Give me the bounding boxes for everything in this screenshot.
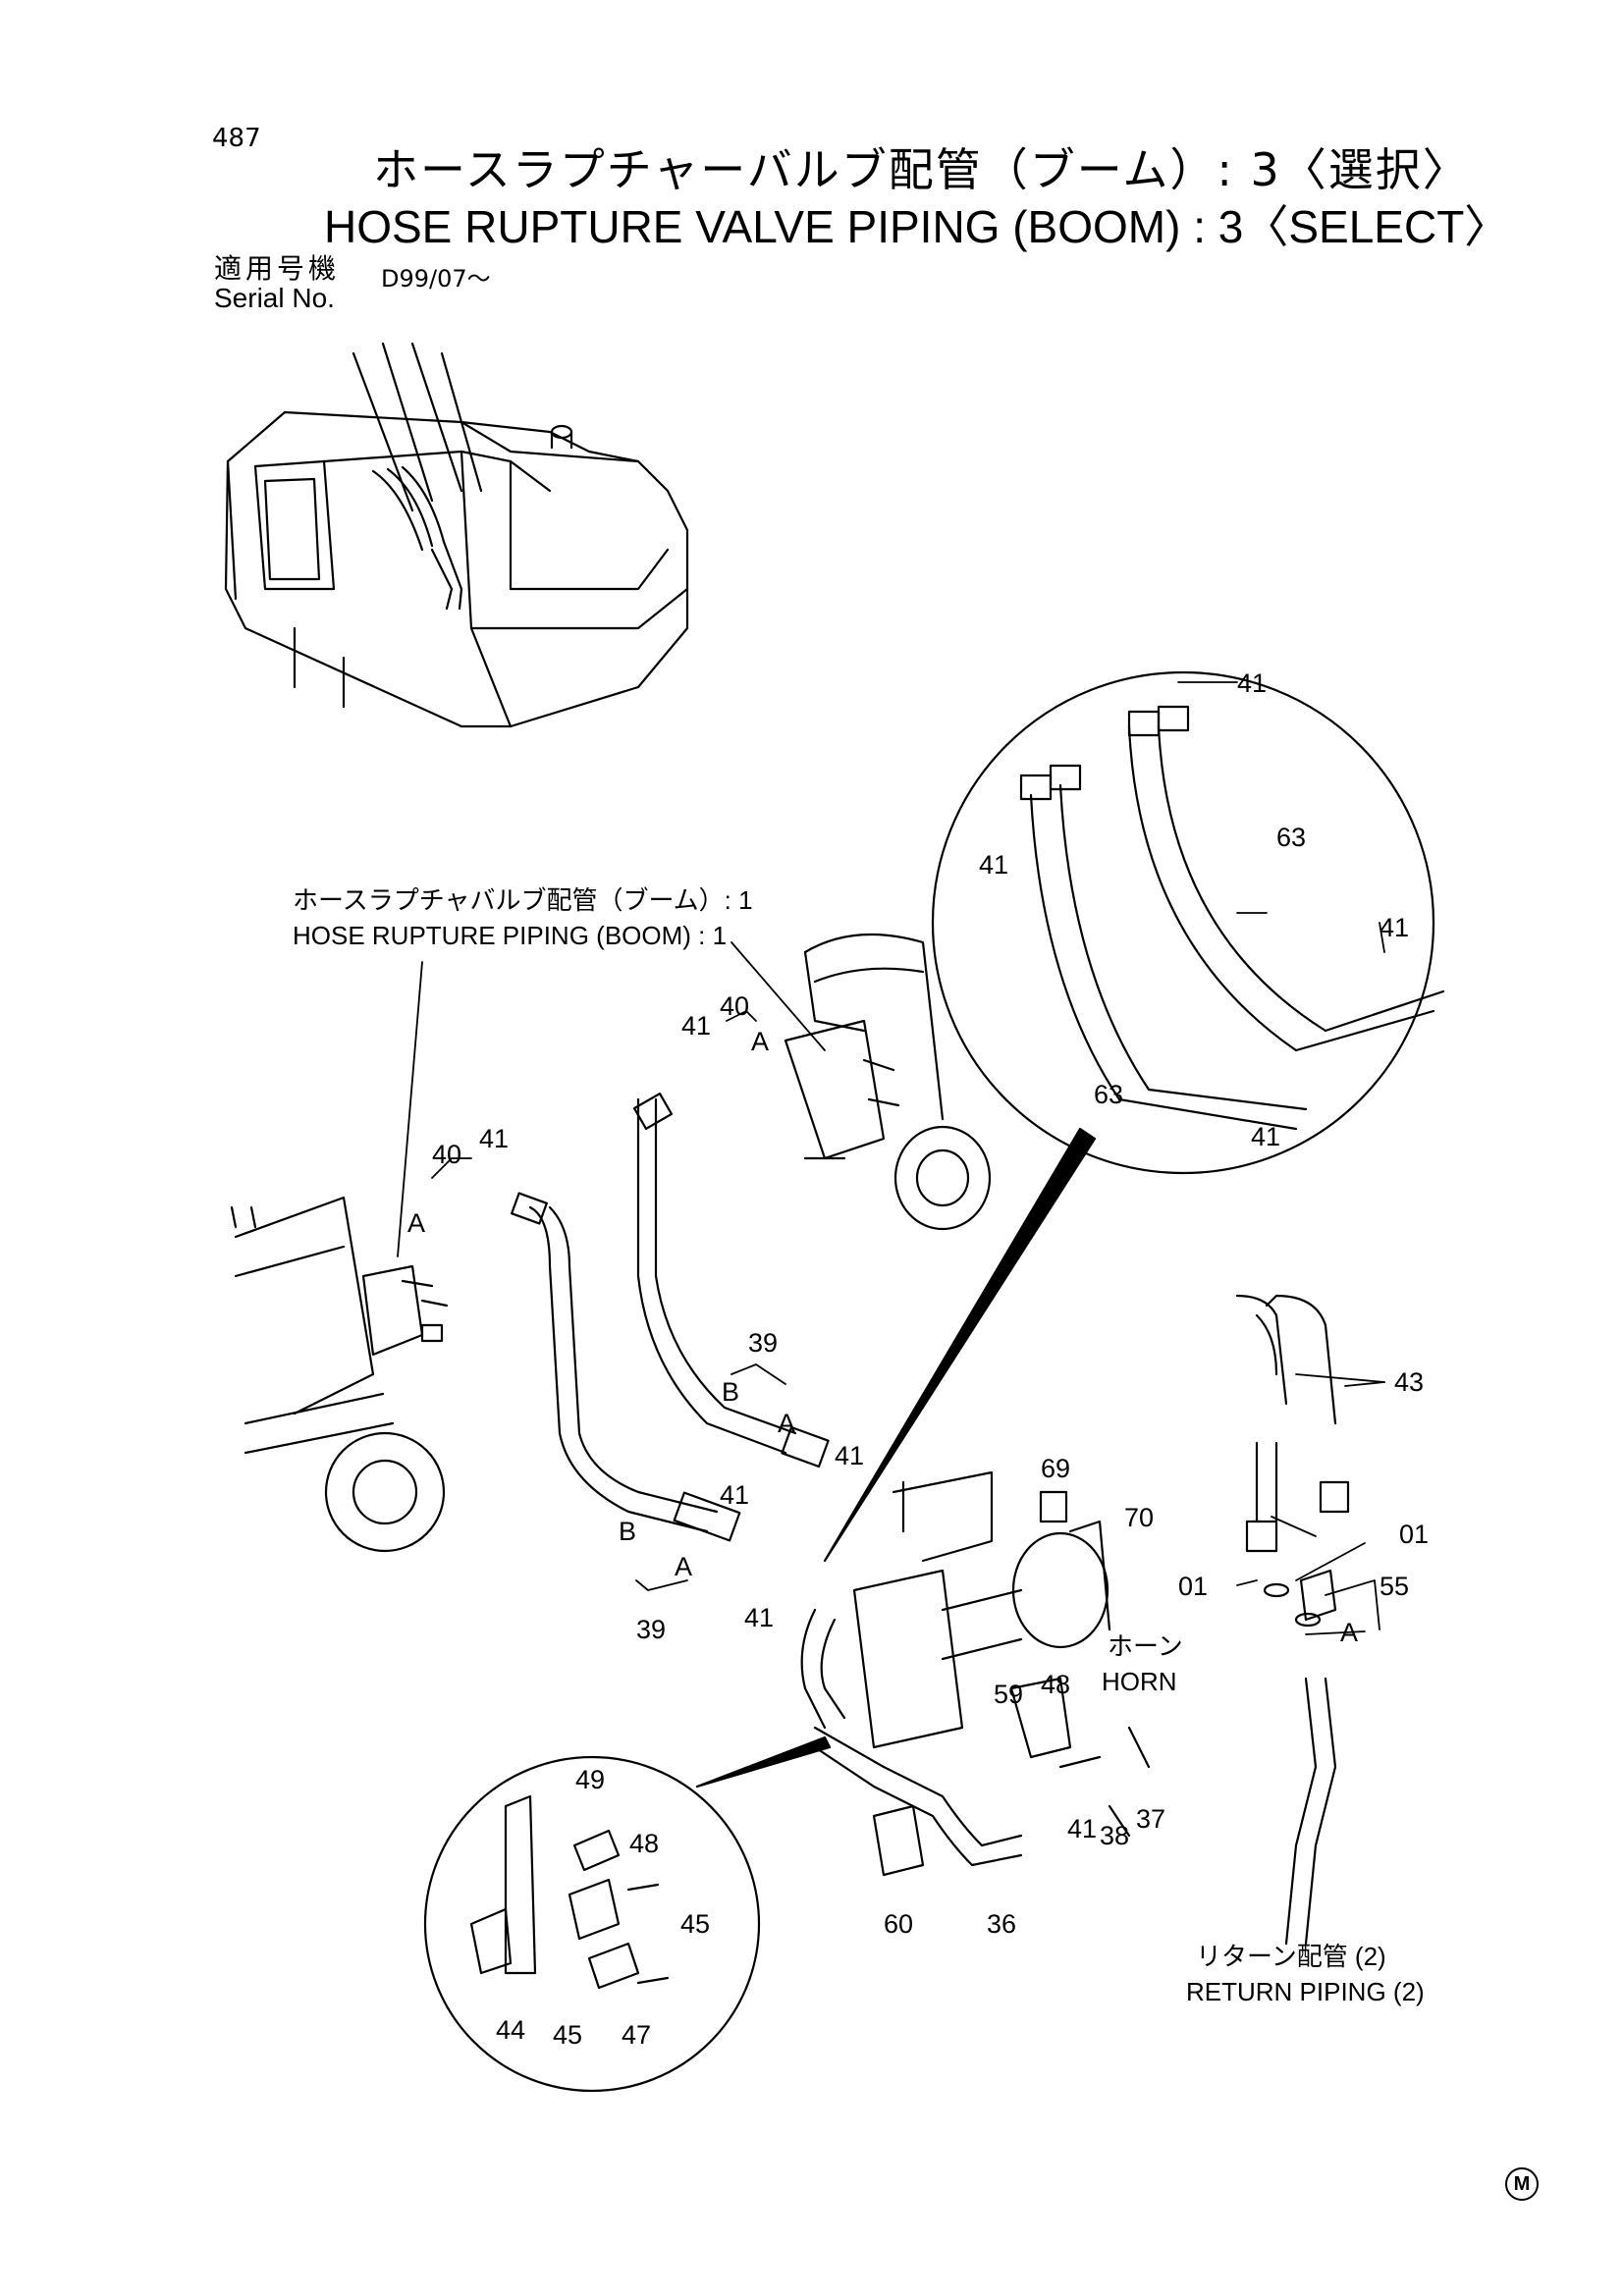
leader-lines bbox=[397, 681, 1385, 1635]
callout-39: 39 bbox=[748, 1328, 779, 1358]
page-number: 487 bbox=[212, 124, 261, 153]
callout-40: 40 bbox=[720, 991, 750, 1021]
callout-label-a: A bbox=[675, 1552, 693, 1581]
callout-48: 48 bbox=[629, 1829, 660, 1858]
label-horn-ja: ホーン bbox=[1108, 1631, 1183, 1661]
callout-41: 41 bbox=[979, 850, 1009, 880]
label-hose-piping-en: HOSE RUPTURE PIPING (BOOM) : 1 bbox=[293, 921, 728, 950]
callout-45: 45 bbox=[553, 2020, 583, 2050]
detail-circle-lower bbox=[423, 1755, 761, 2093]
callout-41: 41 bbox=[479, 1124, 510, 1153]
callout-label-a: A bbox=[1340, 1618, 1359, 1647]
serial-range: D99/07～ bbox=[381, 265, 491, 293]
callout-01: 01 bbox=[1178, 1572, 1209, 1601]
callout-38: 38 bbox=[1100, 1821, 1130, 1850]
label-return-ja: リターン配管 (2) bbox=[1196, 1942, 1386, 1971]
title-japanese: ホースラプチャーバルブ配管（ブーム）: 3〈選択〉 bbox=[373, 143, 1470, 196]
callout-41: 41 bbox=[720, 1480, 750, 1510]
callout-37: 37 bbox=[1136, 1804, 1166, 1834]
copyright-mark: M bbox=[1505, 2167, 1539, 2201]
callout-41: 41 bbox=[1067, 1814, 1098, 1843]
callout-36: 36 bbox=[987, 1909, 1017, 1939]
serial-label-japanese: 適用号機 bbox=[214, 252, 341, 285]
callout-01: 01 bbox=[1399, 1520, 1430, 1549]
label-hose-piping-ja: ホースラプチャバルブ配管（ブーム）: 1 bbox=[293, 885, 753, 915]
callout-55: 55 bbox=[1380, 1572, 1410, 1601]
valve-assembly bbox=[800, 1294, 1350, 1946]
left-boom-cylinder bbox=[230, 1196, 449, 1553]
callout-41: 41 bbox=[835, 1441, 865, 1470]
callout-41: 41 bbox=[681, 1011, 712, 1041]
callout-63: 63 bbox=[1094, 1080, 1124, 1109]
callout-70: 70 bbox=[1124, 1503, 1155, 1532]
callout-43: 43 bbox=[1394, 1367, 1425, 1397]
callout-39: 39 bbox=[636, 1615, 667, 1644]
callout-label-a: A bbox=[751, 1027, 770, 1056]
callout-41: 41 bbox=[1380, 913, 1410, 942]
label-return-en: RETURN PIPING (2) bbox=[1186, 1977, 1425, 2006]
callout-60: 60 bbox=[884, 1909, 914, 1939]
callout-47: 47 bbox=[622, 2020, 652, 2050]
callout-label-b: B bbox=[619, 1517, 637, 1546]
callout-69: 69 bbox=[1041, 1454, 1071, 1483]
callout-label-b: B bbox=[722, 1377, 740, 1407]
callout-41: 41 bbox=[744, 1603, 775, 1632]
hose-assemblies bbox=[511, 1093, 830, 1542]
leader-lower bbox=[695, 1735, 832, 1789]
label-horn-en: HORN bbox=[1102, 1667, 1177, 1696]
leader-upper bbox=[823, 1127, 1097, 1563]
callout-49: 49 bbox=[575, 1765, 606, 1794]
excavator-overview bbox=[224, 342, 689, 728]
callout-41: 41 bbox=[1251, 1122, 1281, 1151]
callout-44: 44 bbox=[496, 2015, 526, 2045]
serial-label-english: Serial No. bbox=[214, 283, 335, 313]
title-english: HOSE RUPTURE VALVE PIPING (BOOM) : 3〈SEL… bbox=[324, 201, 1510, 252]
callout-label-a: A bbox=[407, 1208, 426, 1238]
right-boom-cylinder bbox=[784, 933, 992, 1231]
callout-41: 41 bbox=[1237, 668, 1268, 698]
callout-59: 59 bbox=[994, 1680, 1024, 1709]
callout-63: 63 bbox=[1276, 823, 1307, 852]
callout-48: 48 bbox=[1041, 1670, 1071, 1699]
callout-label-a: A bbox=[778, 1409, 796, 1438]
callout-40: 40 bbox=[432, 1140, 462, 1169]
detail-circle-upper bbox=[931, 670, 1445, 1175]
callout-45: 45 bbox=[680, 1909, 711, 1939]
